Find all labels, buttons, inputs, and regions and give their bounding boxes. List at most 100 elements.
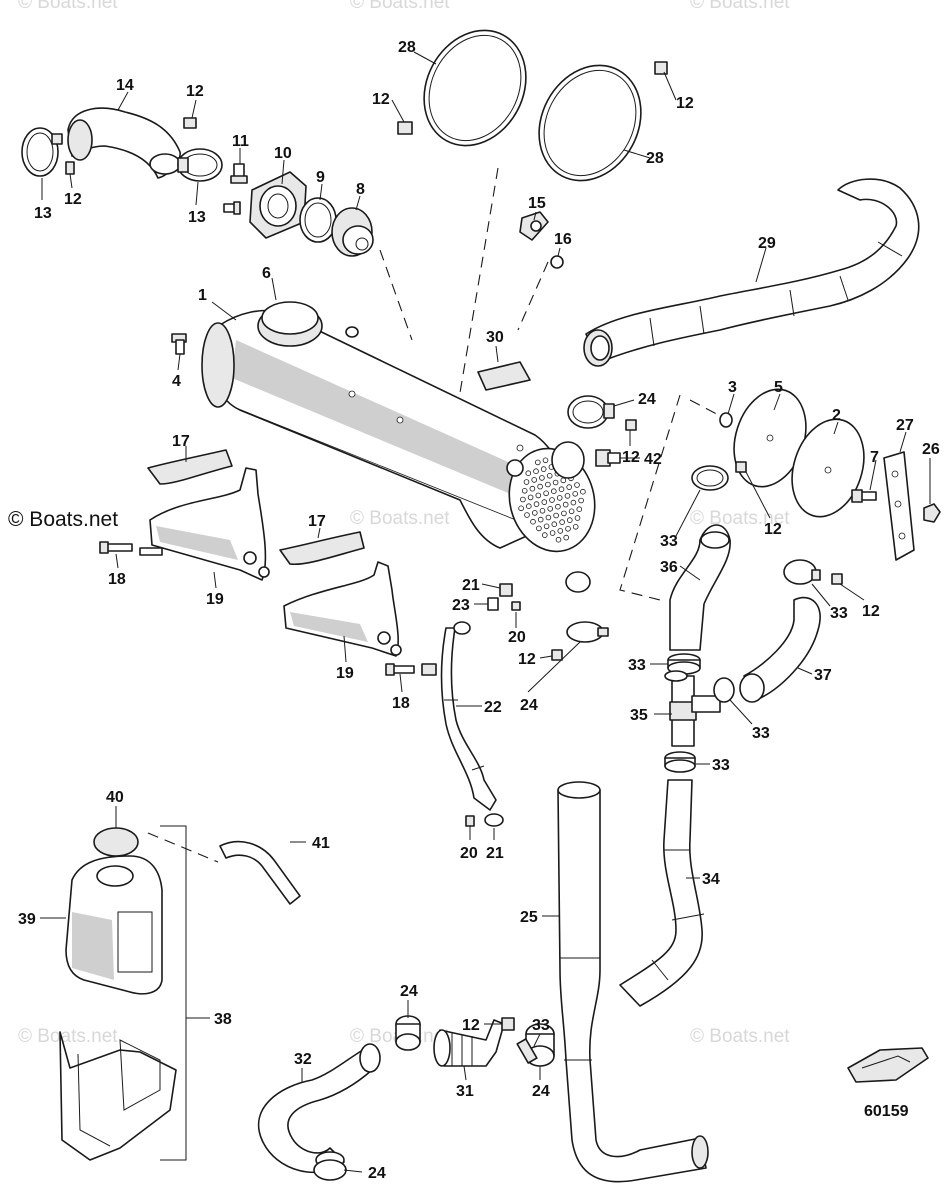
callout-24-a: 24 (638, 391, 656, 408)
tube-hole (562, 501, 569, 508)
bolt-4 (171, 333, 187, 355)
callout-20-a: 20 (508, 629, 526, 646)
tube-hole (566, 484, 572, 490)
hose-elbow-14 (67, 107, 181, 179)
tube-hole (568, 508, 575, 515)
callout-13-b: 13 (188, 209, 206, 226)
callout-33-c: 33 (628, 657, 646, 674)
callout-14: 14 (116, 77, 134, 94)
callout-28-b: 28 (646, 150, 664, 167)
reservoir-39 (65, 855, 163, 995)
fitting-31 (433, 1019, 505, 1067)
tube-hole (549, 530, 556, 536)
callout-8: 8 (356, 181, 365, 198)
tube-hole (541, 532, 548, 538)
bracket-19-left (149, 467, 270, 581)
hose-37 (739, 596, 821, 703)
clip-12-lower (501, 1017, 515, 1031)
callout-24-c: 24 (400, 983, 418, 1000)
callout-20-b: 20 (460, 845, 478, 862)
tube-hole (521, 487, 528, 494)
tube-hole (564, 493, 571, 499)
tube-hole (550, 488, 557, 495)
tube-hole (570, 499, 577, 506)
callout-12-b: 12 (64, 191, 82, 208)
tube-hole (552, 479, 559, 486)
clamp-24-lower-mid (395, 1015, 421, 1051)
clip-12-upper (625, 419, 637, 431)
bolt-11 (223, 163, 248, 215)
reservoir-cap-40 (93, 827, 139, 857)
tube-hole (557, 528, 564, 534)
callout-36: 36 (660, 559, 678, 576)
nut-26 (923, 503, 941, 523)
callout-17-a: 17 (172, 433, 190, 450)
callout-33-b: 33 (830, 605, 848, 622)
tube-hole (546, 472, 553, 479)
fitting-20-21-lower (465, 813, 504, 827)
callout-12-i: 12 (462, 1017, 480, 1034)
callout-33-d: 33 (752, 725, 770, 742)
pad-17-right (279, 531, 365, 566)
clamp-33-lower (516, 1038, 538, 1064)
clamp-24-lower-left (313, 1159, 347, 1181)
callout-25: 25 (520, 909, 538, 926)
callout-22: 22 (484, 699, 502, 716)
o-ring-16 (550, 255, 564, 269)
pressure-cap-8 (331, 207, 374, 257)
callout-10: 10 (274, 145, 292, 162)
tube-hole (523, 479, 530, 485)
leader-lines (40, 51, 931, 1173)
callout-11: 11 (232, 133, 249, 150)
decal-30 (477, 361, 531, 391)
callout-27: 27 (896, 417, 914, 434)
callout-41: 41 (312, 835, 330, 852)
tube-hole (535, 492, 542, 499)
tube-hole (529, 485, 536, 492)
callout-42: 42 (644, 451, 662, 468)
callout-3: 3 (728, 379, 737, 396)
clamp-33-tee-bottom (664, 751, 696, 773)
heat-exchanger-1 (201, 301, 596, 593)
diagram-number: 60159 (864, 1103, 909, 1120)
callout-5: 5 (774, 379, 783, 396)
callout-40: 40 (106, 789, 124, 806)
tube-hole (525, 503, 532, 510)
tube-hole (574, 515, 581, 521)
callout-37: 37 (814, 667, 832, 684)
callout-12-a: 12 (186, 83, 204, 100)
tube-hole (566, 517, 573, 523)
callout-2: 2 (832, 407, 841, 424)
callout-19-b: 19 (336, 665, 354, 682)
callout-30: 30 (486, 329, 504, 346)
tube-hole (545, 481, 551, 488)
callout-24-e: 24 (532, 1083, 550, 1100)
alignment-lines (147, 167, 729, 863)
callout-35: 35 (630, 707, 648, 724)
hose-32 (257, 1043, 381, 1174)
callout-24-d: 24 (368, 1165, 386, 1182)
tube-hole (530, 518, 536, 525)
tube-hole (561, 510, 567, 517)
bracket-27 (883, 451, 915, 561)
callout-31: 31 (456, 1083, 474, 1100)
tube-hole (558, 486, 565, 493)
callout-13-a: 13 (34, 205, 52, 222)
tube-hole (555, 536, 562, 543)
tube-hole (537, 483, 543, 490)
callout-33-a: 33 (660, 533, 678, 550)
watermark-mid-right: © Boats.net (690, 508, 790, 529)
tube-hole (559, 519, 565, 525)
tube-hole (572, 490, 578, 497)
callout-4: 4 (172, 373, 181, 390)
tube-hole (551, 521, 558, 527)
tube-hole (553, 512, 559, 519)
tube-hole (539, 507, 546, 514)
copyright-label: © Boats.net (8, 508, 118, 531)
callout-38: 38 (214, 1011, 232, 1028)
callout-12-d: 12 (676, 95, 694, 112)
tube-hole (542, 457, 549, 464)
washer-3 (719, 412, 733, 428)
watermark-bottom-left: © Boats.net (18, 1026, 118, 1047)
tube-hole (543, 490, 549, 497)
